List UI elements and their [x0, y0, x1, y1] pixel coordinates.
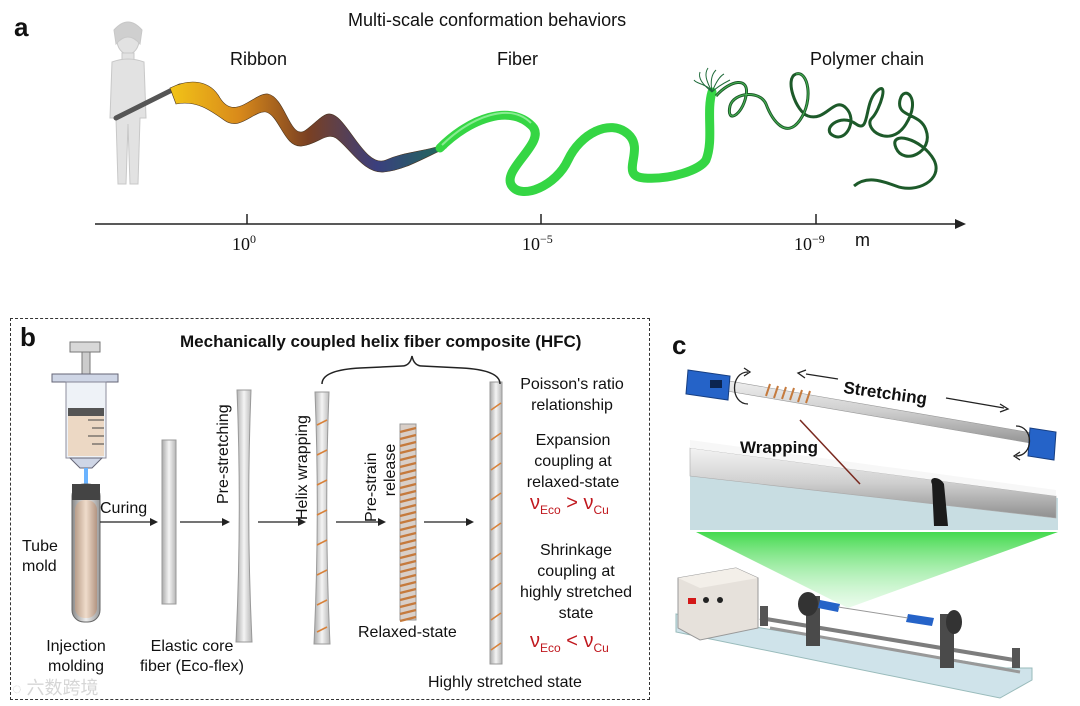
coil-turn [399, 594, 417, 602]
coil-turn [399, 573, 417, 581]
coil-turn [399, 461, 417, 469]
label-highly-stretched-state: Highly stretched state [428, 674, 582, 691]
axis-unit: m [855, 230, 870, 250]
axis-tick-1e-9: 10−9 [794, 232, 825, 254]
elastic-core-fiber [161, 439, 177, 605]
coil-turn [399, 468, 417, 476]
brace-shape [321, 355, 501, 385]
coil-turn [399, 517, 417, 525]
coil-turn [399, 475, 417, 483]
human-figure-icon [109, 21, 147, 185]
coil-turn [399, 503, 417, 511]
inequality-stretched: νEco < νCu [530, 630, 609, 655]
coil-turn [399, 447, 417, 455]
stretching-setup [675, 567, 1033, 699]
fibril-strands [693, 67, 731, 93]
label-wrapping: Wrapping [740, 438, 819, 457]
panel-b-title: Mechanically coupled helix fiber composi… [180, 332, 582, 351]
axis-tick-1e-5: 10−5 [522, 232, 553, 254]
coil-turn [399, 531, 417, 539]
coil-turn [399, 489, 417, 497]
coil-turn [399, 545, 417, 553]
right-clamp-icon [1027, 427, 1057, 461]
helix-coil-sparse [316, 419, 328, 633]
helix-coil-dense [399, 426, 417, 623]
panel-a-title: Multi-scale conformation behaviors [348, 10, 627, 30]
coil-turn [399, 601, 417, 609]
coil-turn [399, 587, 417, 595]
coil-turn [399, 496, 417, 504]
stretched-helix-fiber [489, 381, 503, 665]
fiber-shape [435, 87, 717, 196]
coil-turn [399, 566, 417, 574]
coil-turn [399, 552, 417, 560]
label-ribbon: Ribbon [230, 49, 288, 69]
pre-stretched-fiber [235, 389, 253, 643]
panel-b-letter: b [20, 322, 36, 352]
coil-turn [399, 433, 417, 441]
syringe-icon [51, 341, 119, 484]
panel-a-letter: a [14, 12, 29, 42]
axis-tick-1e0: 100 [232, 232, 256, 254]
coil-turn [399, 426, 417, 434]
left-clamp-icon [685, 369, 731, 401]
panel-c-letter: c [672, 330, 687, 360]
coil-turn [399, 482, 417, 490]
label-curing: Curing [100, 500, 148, 517]
coil-turn [399, 510, 417, 518]
coil-turn [399, 454, 417, 462]
watermark: ◌ 六数跨境 [12, 678, 99, 698]
tube-mold-icon [71, 483, 101, 623]
wrap-coil-top [765, 383, 811, 404]
coil-turn [399, 524, 417, 532]
zoom-inset [689, 419, 1058, 530]
coil-turn [399, 608, 417, 616]
label-fiber: Fiber [497, 49, 539, 69]
projection-cone [696, 532, 1058, 608]
label-polymer-chain: Polymer chain [810, 49, 925, 69]
coil-turn [399, 580, 417, 588]
coil-turn [399, 615, 417, 623]
panel-b-frame [10, 318, 650, 700]
coil-turn [399, 559, 417, 567]
label-relaxed-state: Relaxed-state [358, 624, 457, 641]
inequality-relaxed: νEco > νCu [530, 492, 609, 517]
coil-turn [399, 440, 417, 448]
coil-turn [399, 538, 417, 546]
helix-coil-stretched [490, 402, 502, 651]
